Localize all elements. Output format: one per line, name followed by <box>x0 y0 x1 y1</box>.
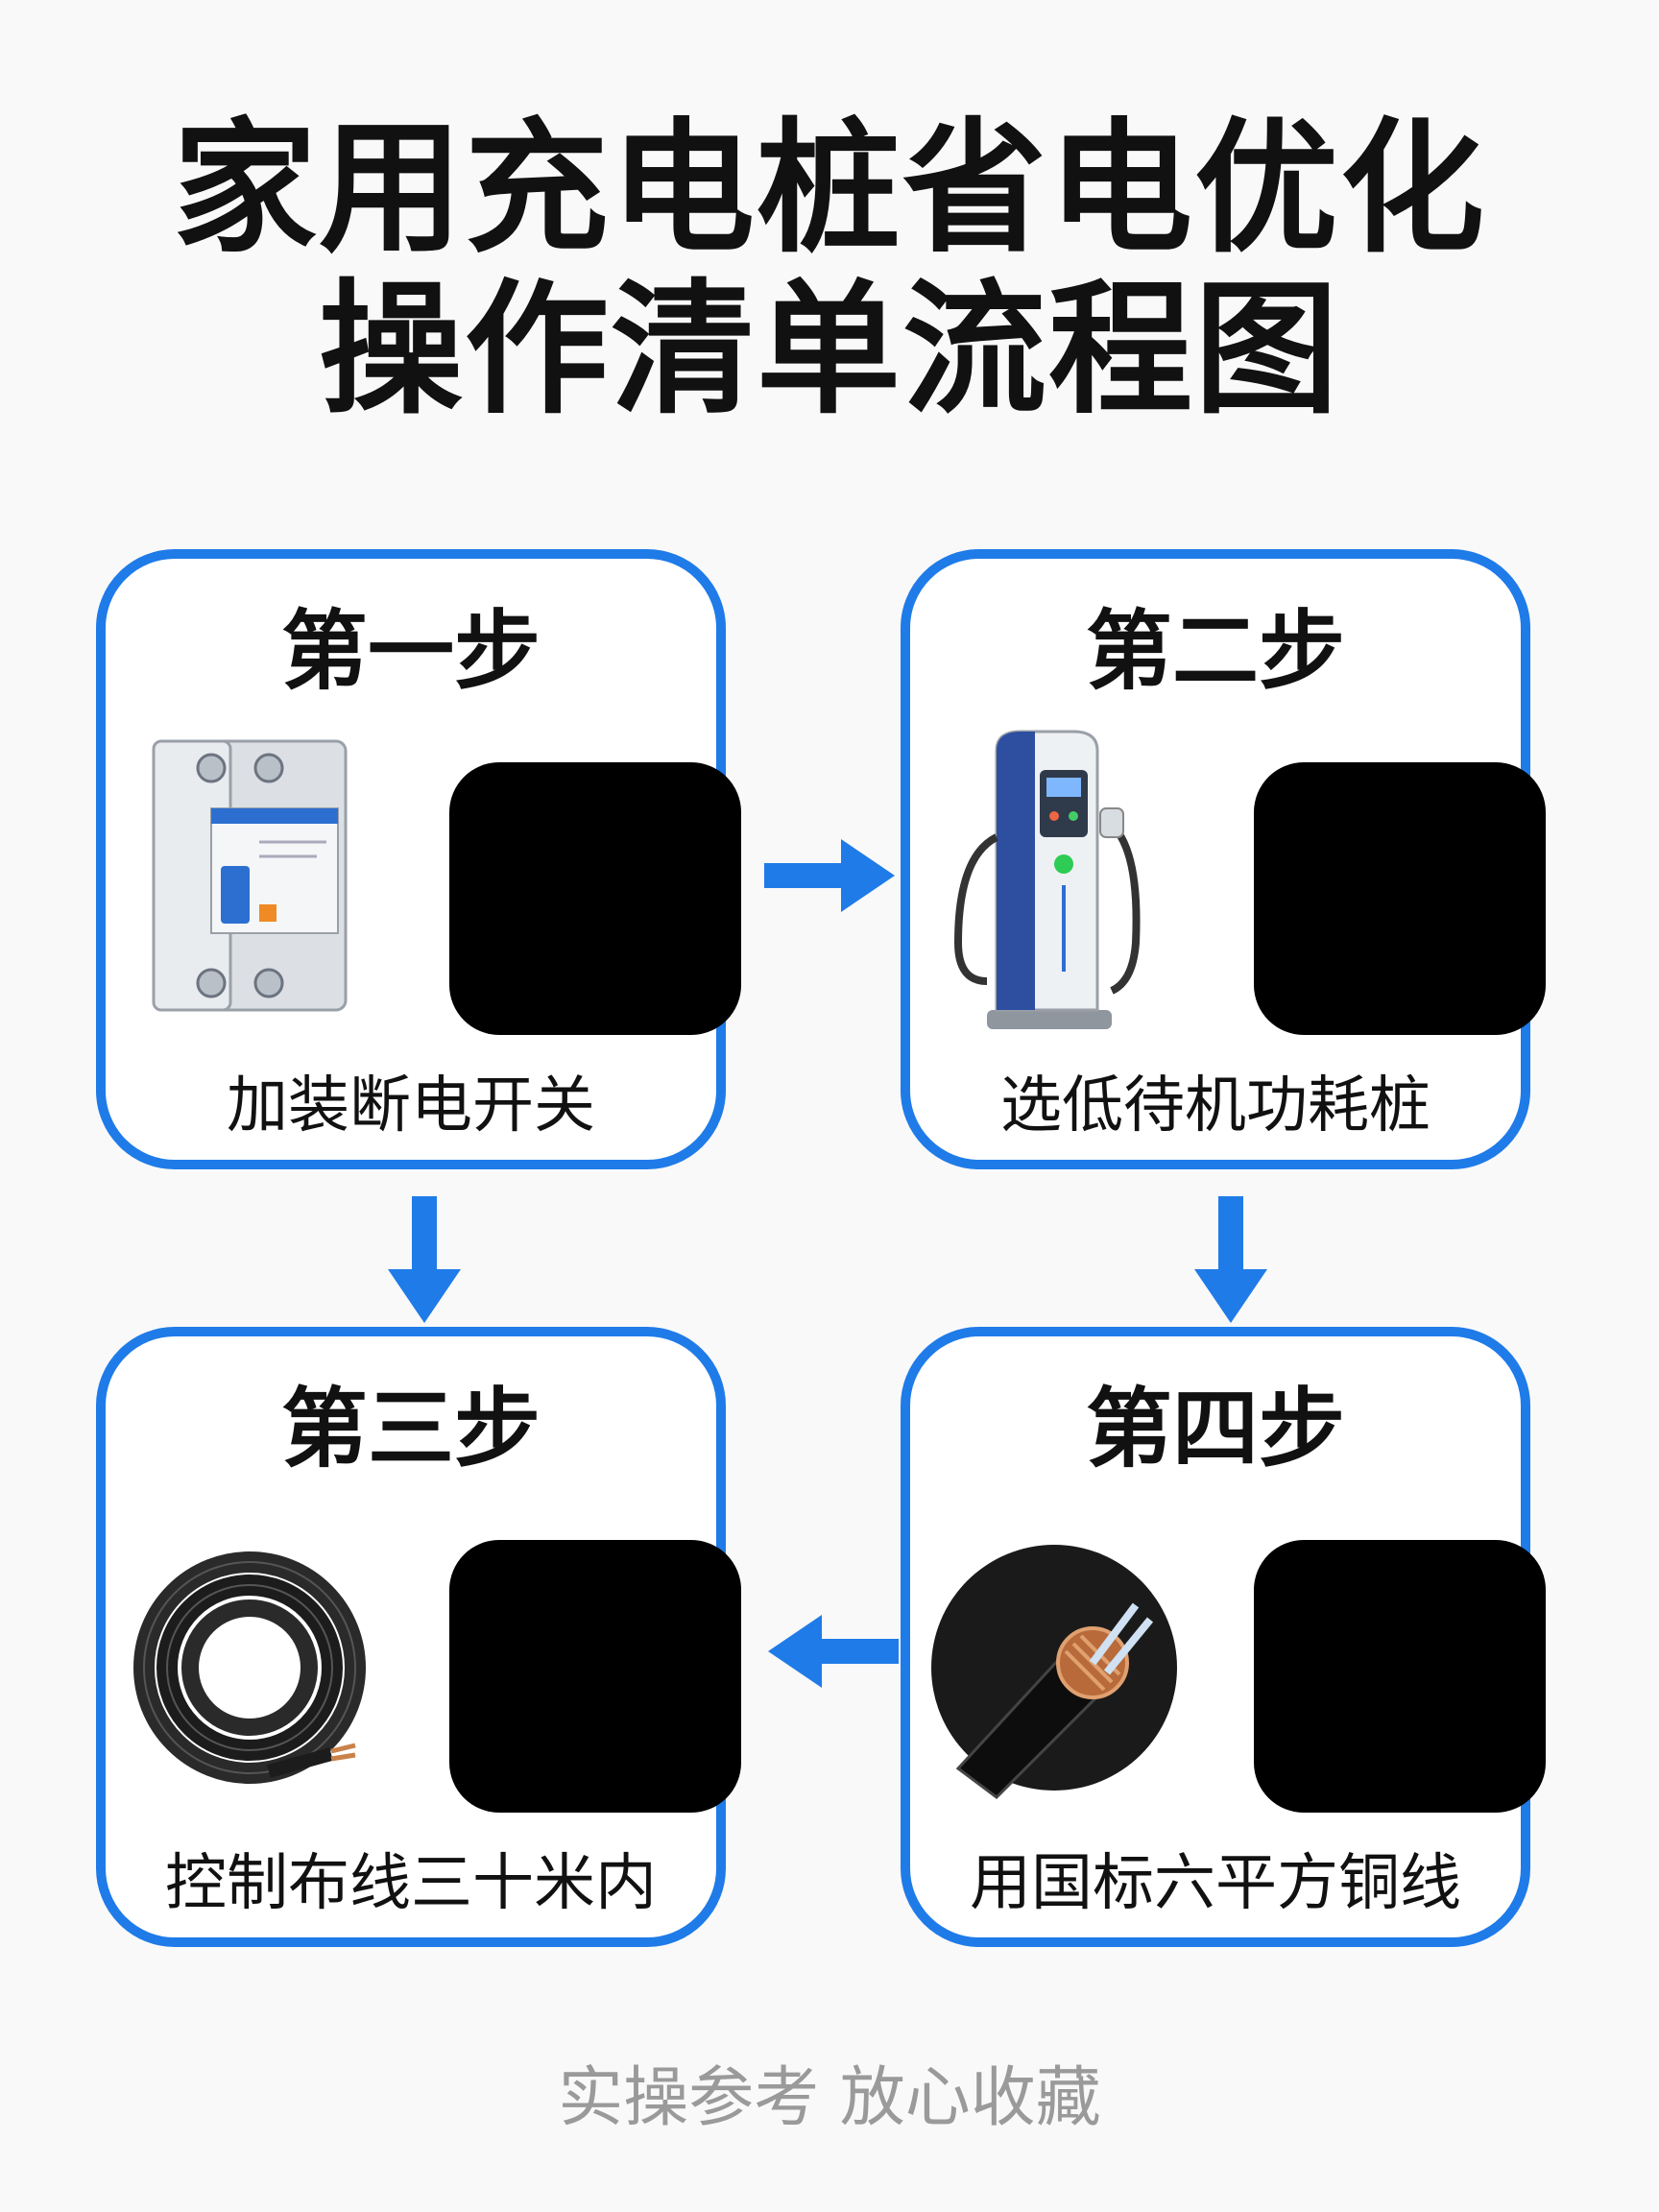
step-card-1: 第一步 加装断电开关 <box>96 549 741 1169</box>
arrow-right-icon <box>764 837 899 914</box>
step-card-3: 第三步 控制布线三十米内 <box>96 1327 741 1947</box>
step-description: 用国标六平方铜线 <box>970 1848 1461 1919</box>
step-label: 第二步 <box>1086 601 1345 702</box>
page-title-line-2: 操作清单流程图 <box>318 267 1340 434</box>
redacted-image-block <box>449 1540 741 1813</box>
redacted-image-block <box>1254 762 1546 1035</box>
charging-station-icon <box>929 722 1179 1039</box>
page-title-line-1: 家用充电桩省电优化 <box>172 106 1486 273</box>
cable-coil-icon <box>125 1500 374 1816</box>
step-description: 选低待机功耗桩 <box>1000 1070 1431 1142</box>
circuit-breaker-icon <box>125 722 374 1039</box>
step-card-4: 第四步 用国标六平方铜线 <box>901 1327 1546 1947</box>
redacted-image-block <box>1254 1540 1546 1813</box>
step-label: 第三步 <box>281 1379 541 1479</box>
copper-cable-icon <box>929 1500 1179 1816</box>
footer-note: 实操参考 放心收藏 <box>558 2060 1101 2136</box>
redacted-image-block <box>449 762 741 1035</box>
arrow-down-icon <box>1192 1196 1269 1325</box>
step-label: 第一步 <box>281 601 541 702</box>
step-card-2: 第二步 选低待机功耗桩 <box>901 549 1546 1169</box>
arrow-left-icon <box>764 1613 899 1690</box>
step-description: 加装断电开关 <box>227 1070 595 1142</box>
arrow-down-icon <box>386 1196 463 1325</box>
step-label: 第四步 <box>1086 1379 1345 1479</box>
step-description: 控制布线三十米内 <box>165 1848 657 1919</box>
